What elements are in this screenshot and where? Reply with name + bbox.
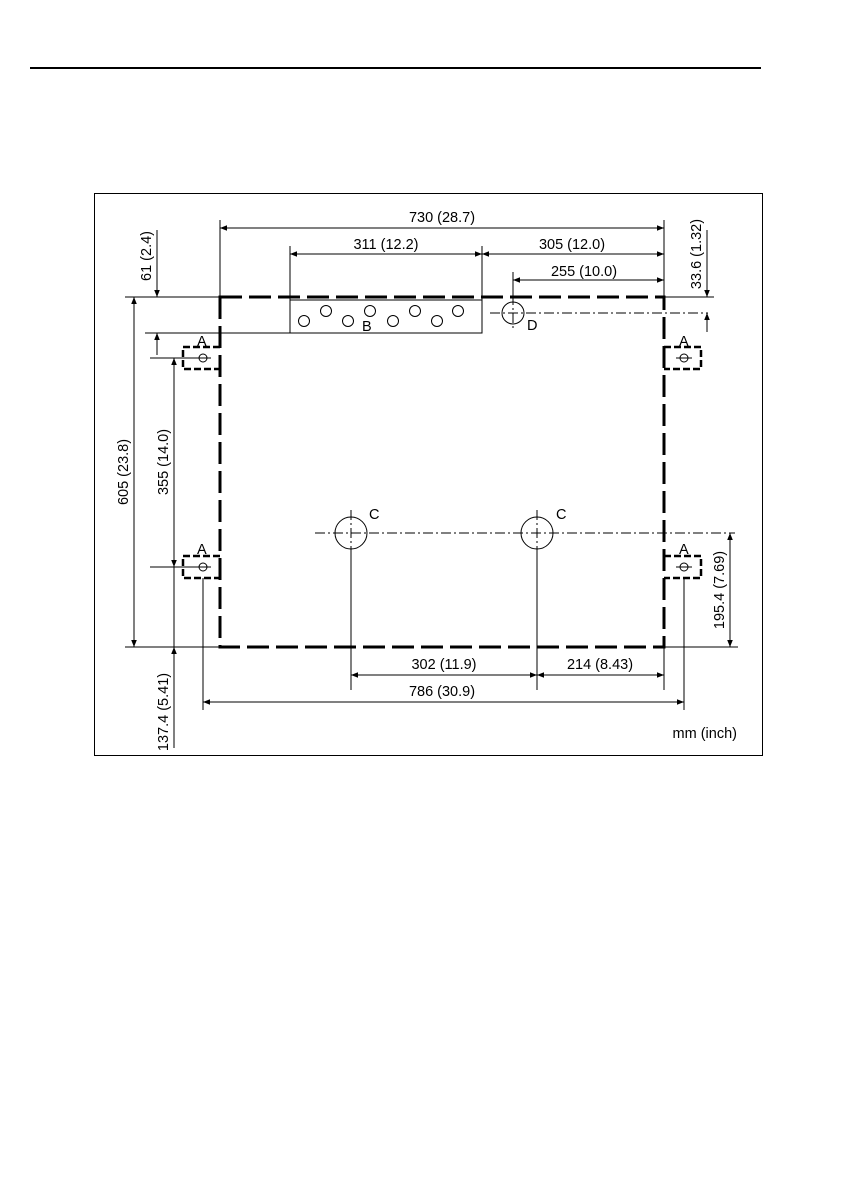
dim-plate-height: 61 (2.4) [139,231,155,281]
cable-glands [299,306,464,327]
label-b: B [362,319,372,335]
label-a-top-left: A [197,334,207,350]
dim-holes-c-spacing: 302 (11.9) [411,657,476,673]
cable-plate-outline [290,300,482,333]
mount-bracket-top-right [664,347,701,369]
label-a-bottom-left: A [197,542,207,558]
label-c-left: C [369,507,379,523]
unit-note: mm (inch) [673,726,737,742]
dim-mount-below-base: 137.4 (5.41) [156,673,172,751]
dim-cable-plate-width: 311 (12.2) [353,237,418,253]
dim-overall-width: 730 (28.7) [409,210,475,226]
dim-mount-horizontal-spacing: 786 (30.9) [409,684,475,700]
label-a-top-right: A [679,334,689,350]
dim-mount-vertical-spacing: 355 (14.0) [156,429,172,495]
dim-overall-height: 605 (23.8) [116,439,132,505]
dim-hole-d-from-top: 33.6 (1.32) [689,219,705,289]
extension-lines [125,220,738,710]
label-a-bottom-right: A [679,542,689,558]
label-d: D [527,318,537,334]
dim-plate-offset-right: 305 (12.0) [539,237,605,253]
dim-hole-d-offset: 255 (10.0) [551,264,617,280]
dim-hole-c-offset-right: 214 (8.43) [567,657,633,673]
housing-outline [220,297,664,647]
mount-bracket-bottom-right [664,556,701,578]
label-c-right: C [556,507,566,523]
dim-holes-c-height: 195.4 (7.69) [712,551,728,629]
